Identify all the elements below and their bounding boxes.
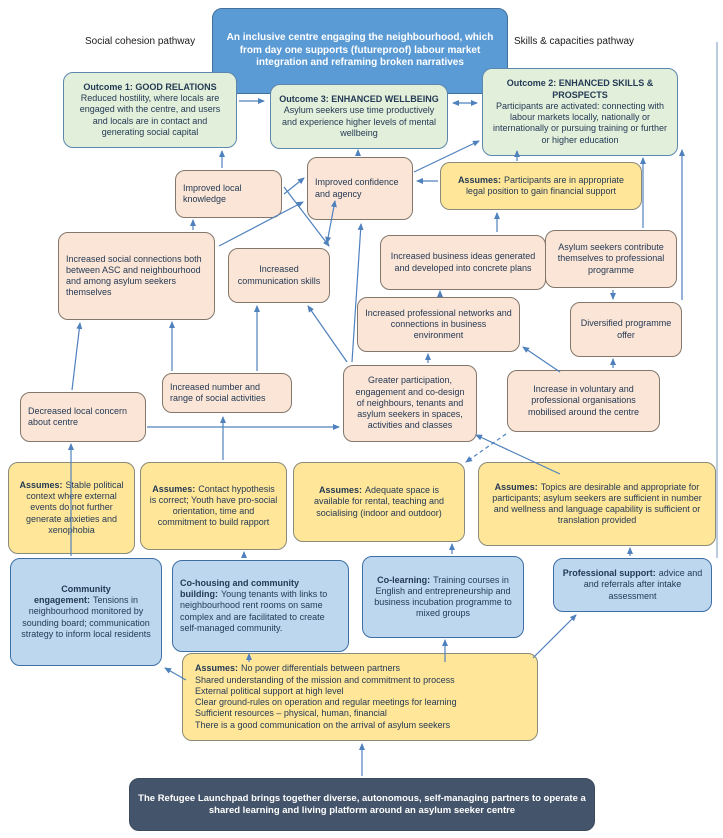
arrow — [71, 322, 83, 391]
outcome-3-title: Outcome 3: ENHANCED WELLBEING — [279, 94, 439, 104]
business-ideas-box: Increased business ideas generated and d… — [380, 235, 546, 290]
assumes-partnership-prefix: Assumes: — [195, 663, 239, 674]
pathway-label-left: Social cohesion pathway — [85, 36, 196, 47]
assumes-partnership-line-1: No power differentials between partners — [241, 663, 400, 674]
outcome-1-body: Reduced hostility, where locals are enga… — [79, 93, 221, 137]
arrow — [532, 614, 577, 659]
assumes-topics-prefix: Assumes: — [494, 481, 538, 492]
local-concern-box: Decreased local concern about centre — [20, 392, 146, 442]
business-ideas-text: Increased business ideas generated and d… — [390, 251, 536, 273]
participation-box: Greater participation, engagement and co… — [343, 365, 477, 442]
outcome-3-box: Outcome 3: ENHANCED WELLBEING Asylum see… — [270, 84, 448, 149]
professional-support-prefix: Professional support: — [562, 568, 656, 579]
assumes-topics-text: Topics are desirable and appropriate for… — [492, 481, 702, 526]
social-connections-box: Increased social connections both betwee… — [58, 232, 215, 320]
colearning-box: Co-learning:Training courses in English … — [362, 556, 524, 638]
outcome-3-body: Asylum seekers use time productively and… — [281, 105, 437, 138]
assumes-political-prefix: Assumes: — [19, 479, 63, 490]
cohousing-prefix: Co-housing and community building: — [180, 577, 299, 600]
community-engagement-box: Community engagement:Tensions in neighbo… — [10, 558, 162, 666]
diversified-offer-box: Diversified programme offer — [570, 302, 682, 357]
social-connections-text: Increased social connections both betwee… — [66, 253, 202, 298]
assumes-contact-text: Contact hypothesis is correct; Youth hav… — [149, 483, 278, 528]
assumes-topics-box: Assumes:Topics are desirable and appropr… — [478, 462, 716, 546]
professional-networks-text: Increased professional networks and conn… — [365, 307, 512, 341]
professional-support-text: advice and and referrals after intake as… — [583, 568, 703, 601]
foundation-box: The Refugee Launchpad brings together di… — [129, 778, 595, 831]
asylum-contribute-box: Asylum seekers contribute themselves to … — [545, 230, 677, 288]
arrow — [283, 177, 305, 195]
goal-box: An inclusive centre engaging the neighbo… — [212, 8, 508, 94]
goal-text: An inclusive centre engaging the neighbo… — [226, 32, 494, 69]
assumes-space-prefix: Assumes: — [318, 485, 362, 496]
voluntary-orgs-text: Increase in voluntary and professional o… — [527, 384, 640, 417]
pathway-label-right: Skills & capacities pathway — [514, 36, 635, 47]
voluntary-orgs-box: Increase in voluntary and professional o… — [507, 370, 660, 432]
arrow — [307, 305, 348, 363]
assumes-partnership-line-3: External political support at high level — [195, 685, 344, 696]
community-engagement-prefix: Community engagement: — [33, 583, 111, 606]
cohousing-text: Young tenants with links to neighbourhoo… — [180, 589, 328, 633]
improved-confidence-text: Improved confidence and agency — [315, 177, 399, 199]
assumes-contact-box: Assumes:Contact hypothesis is correct; Y… — [140, 462, 287, 550]
outcome-2-body: Participants are activated: connecting w… — [492, 100, 668, 145]
assumes-partnership-line-4: Clear ground-rules on operation and regu… — [195, 697, 457, 707]
assumes-partnership-box: Assumes:No power differentials between p… — [182, 653, 538, 741]
outcome-1-title: Outcome 1: GOOD RELATIONS — [83, 81, 217, 92]
social-activities-text: Increased number and range of social act… — [170, 381, 266, 403]
professional-support-box: Professional support:advice and and refe… — [553, 558, 712, 612]
assumes-partnership-line-2: Shared understanding of the mission and … — [195, 674, 455, 685]
participation-text: Greater participation, engagement and co… — [355, 375, 465, 431]
assumes-legal-box: Assumes:Participants are in appropriate … — [440, 162, 642, 210]
outcome-1-box: Outcome 1: GOOD RELATIONS Reduced hostil… — [63, 72, 237, 148]
outcome-2-title: Outcome 2: ENHANCED SKILLS & PROSPECTS — [506, 78, 654, 100]
arrow — [522, 346, 561, 373]
assumes-partnership-line-5: Sufficient resources – physical, human, … — [195, 708, 387, 719]
colearning-prefix: Co-learning: — [377, 574, 431, 585]
outcome-2-box: Outcome 2: ENHANCED SKILLS & PROSPECTS P… — [482, 68, 678, 156]
improved-local-knowledge-box: Improved local knowledge — [175, 170, 282, 218]
local-concern-text: Decreased local concern about centre — [28, 405, 128, 427]
assumes-legal-prefix: Assumes: — [457, 174, 501, 185]
assumes-political-box: Assumes:Stable political context where e… — [8, 462, 135, 554]
community-engagement-text: Tensions in neighbourhood monitored by s… — [21, 595, 151, 639]
communication-skills-text: Increased communication skills — [237, 264, 321, 286]
assumes-space-box: Assumes:Adequate space is available for … — [293, 462, 465, 542]
assumes-legal-text: Participants are in appropriate legal po… — [465, 174, 625, 196]
asylum-contribute-text: Asylum seekers contribute themselves to … — [557, 242, 665, 275]
colearning-text: Training courses in English and entrepre… — [374, 574, 512, 619]
professional-networks-box: Increased professional networks and conn… — [357, 297, 520, 352]
communication-skills-box: Increased communication skills — [228, 248, 330, 303]
assumes-space-text: Adequate space is available for rental, … — [313, 485, 445, 518]
assumes-partnership-line-6: There is a good communication on the arr… — [195, 719, 451, 730]
social-activities-box: Increased number and range of social act… — [162, 373, 292, 413]
improved-confidence-box: Improved confidence and agency — [307, 157, 413, 220]
improved-local-knowledge-text: Improved local knowledge — [183, 182, 242, 204]
diversified-offer-text: Diversified programme offer — [580, 318, 672, 340]
assumes-contact-prefix: Assumes: — [152, 483, 196, 494]
foundation-text: The Refugee Launchpad brings together di… — [138, 792, 586, 816]
cohousing-box: Co-housing and community building:Young … — [172, 560, 349, 652]
